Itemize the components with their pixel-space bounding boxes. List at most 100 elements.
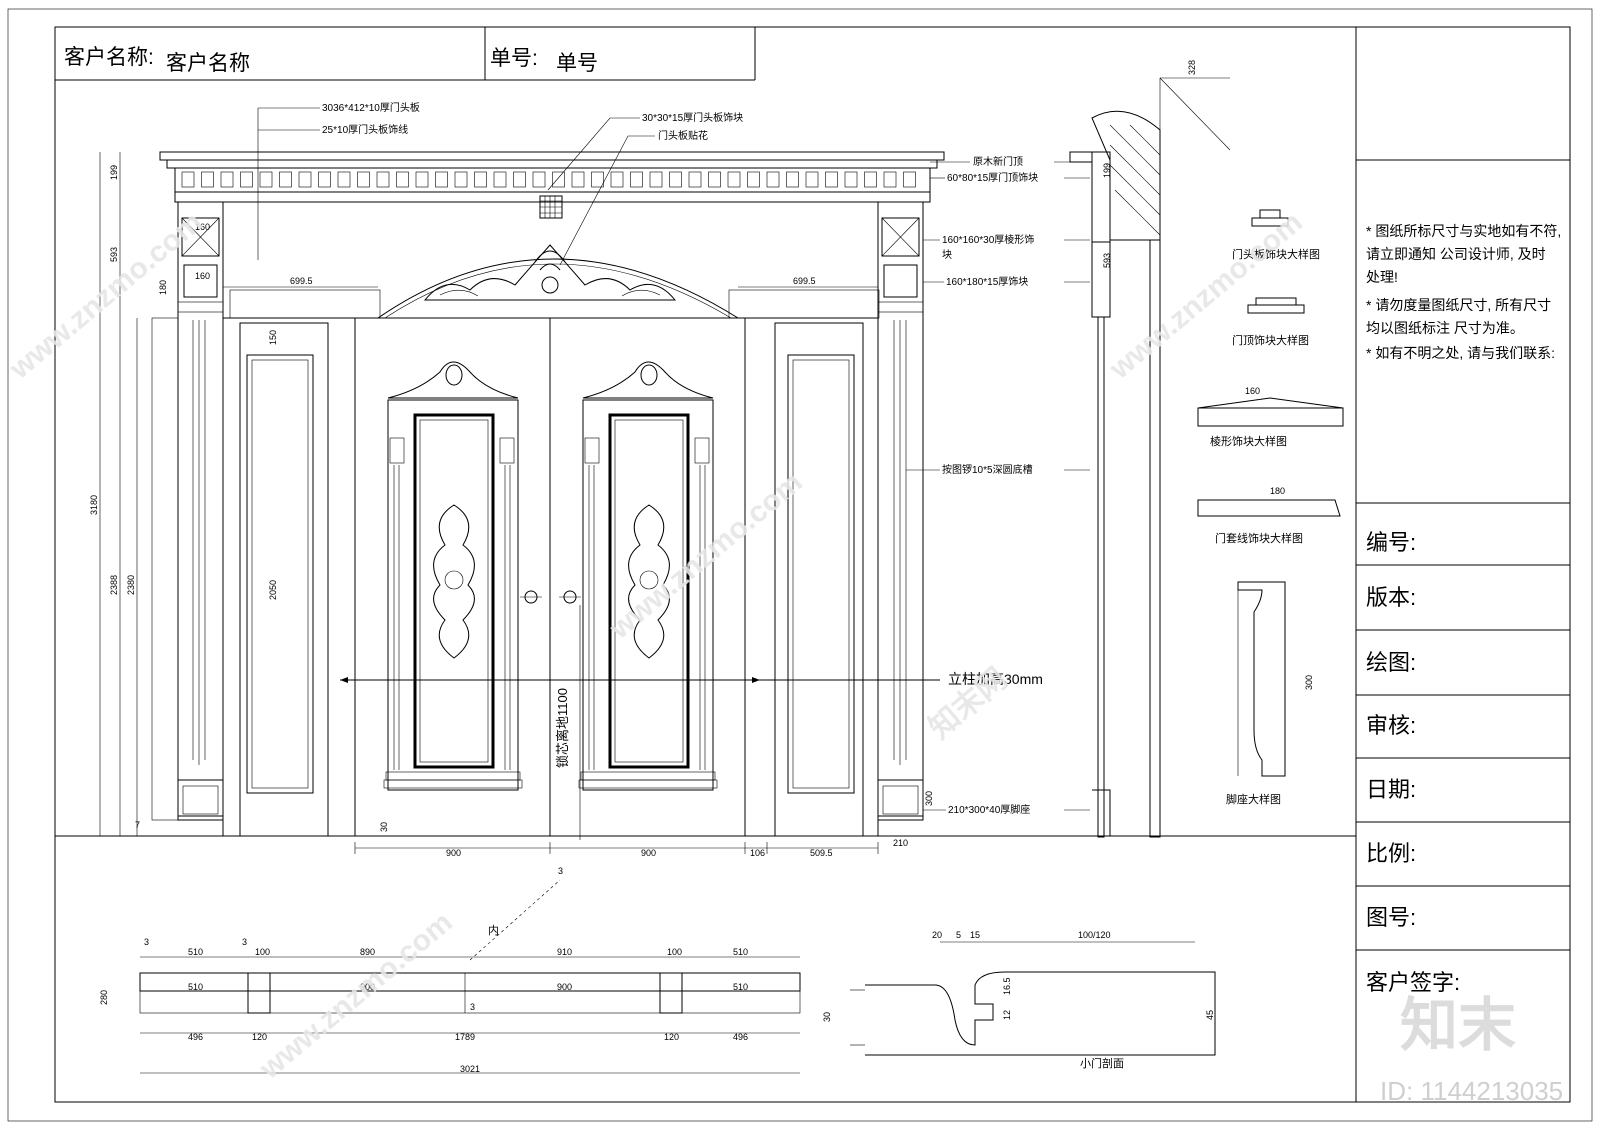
- plan-496-b: 496: [733, 1032, 748, 1042]
- dentil-block: [396, 171, 409, 188]
- dentil-block: [454, 171, 468, 188]
- dim-593: 593: [109, 247, 119, 262]
- plan-100-a: 100: [255, 947, 270, 957]
- dentil-block: [220, 171, 234, 188]
- dim-509: 509.5: [810, 848, 833, 858]
- dentil-block: [552, 171, 565, 188]
- dentil-block: [630, 171, 643, 188]
- plan-3021: 3021: [460, 1064, 480, 1074]
- dentil-block: [337, 171, 351, 188]
- plan-900-a: 900: [360, 982, 375, 992]
- dim-30: 30: [379, 822, 389, 832]
- detail-diamond-block: 棱形饰块大样图: [1210, 434, 1287, 448]
- client-sign-label: 客户签字:: [1366, 970, 1460, 995]
- watermark-site-2: www.znzmo.com: [603, 465, 809, 646]
- dentil-block: [591, 171, 604, 188]
- plan-view: 510 100 890 910 100 510 510 900 900 510 …: [99, 879, 801, 1074]
- dim-3180: 3180: [89, 495, 99, 515]
- plan-3-a: 3: [144, 937, 149, 947]
- detail-plinth: 脚座大样图: [1226, 792, 1281, 806]
- right-door-panel: [578, 361, 718, 791]
- cornice-dentils: [181, 171, 916, 188]
- dim-199: 199: [109, 165, 119, 180]
- dentil-block: [435, 171, 448, 188]
- version-label: 版本:: [1366, 585, 1416, 610]
- plan-510-a: 510: [188, 947, 203, 957]
- dim-900-b: 900: [641, 848, 656, 858]
- client-label: 客户名称:: [64, 46, 154, 69]
- callout-block-160-180: 160*180*15厚饰块: [946, 275, 1028, 288]
- right-column: [877, 201, 924, 817]
- dentil-block: [825, 171, 838, 188]
- dentil-block: [669, 171, 682, 188]
- door-elevation: 立柱加高30mm 锁芯离地1100 3180 2388 2380 593 199…: [89, 151, 1043, 876]
- dentil-block: [240, 171, 253, 188]
- callout-door-top-block: 60*80*15厚门顶饰块: [947, 171, 1038, 184]
- dentil-block: [727, 171, 741, 188]
- title-block: * 图纸所标尺寸与实地如有不符, 请立即通知 公司设计师, 及时 处理! * 请…: [1356, 159, 1570, 995]
- dentil-block: [903, 171, 916, 188]
- note-line-3: 处理!: [1366, 269, 1398, 285]
- sec-12: 12: [1002, 1010, 1012, 1020]
- dim-160b: 160: [195, 271, 210, 281]
- callout-carving: 门头板贴花: [658, 129, 708, 142]
- dentil-block: [201, 171, 214, 188]
- dentil-block: [357, 171, 370, 188]
- plan-496-a: 496: [188, 1032, 203, 1042]
- detail-casing-block: 门套线饰块大样图: [1215, 531, 1303, 545]
- plan-510-d: 510: [733, 982, 748, 992]
- left-door-leaf: [354, 317, 551, 837]
- dim-diamond-160: 160: [1245, 386, 1260, 396]
- dentil-block: [415, 171, 429, 188]
- left-column: [177, 201, 224, 817]
- callout-lintel-block: 30*30*15厚门头板饰块: [642, 111, 743, 124]
- dim-2380: 2380: [126, 575, 136, 595]
- watermark-logo: 知末: [1400, 993, 1516, 1058]
- column-raise-note: 立柱加高30mm: [948, 671, 1043, 687]
- dim-210: 210: [893, 838, 908, 848]
- small-door-section: 20 5 15 100/120 16.5 12 45 30 小门剖面: [822, 930, 1216, 1070]
- dentil-block: [259, 171, 273, 188]
- scale-label: 比例:: [1366, 841, 1416, 866]
- dentil-block: [766, 171, 780, 188]
- note-line-2: 请立即通知 公司设计师, 及时: [1366, 246, 1546, 262]
- dentil-block: [532, 171, 546, 188]
- dentil-block: [688, 171, 702, 188]
- watermark-site-4: www.znzmo.com: [253, 905, 459, 1086]
- lintel-carving: [423, 244, 677, 301]
- callout-diamond-block-2: 块: [942, 249, 952, 261]
- sec-45: 45: [1205, 1010, 1215, 1020]
- plan-280: 280: [99, 990, 109, 1005]
- drawing-frame: [54, 26, 1571, 1103]
- small-door-section-label: 小门剖面: [1080, 1056, 1124, 1070]
- dentil-block: [864, 171, 877, 188]
- dentil-block: [571, 171, 585, 188]
- plan-1789: 1789: [455, 1032, 475, 1042]
- drawing-no-label: 图号:: [1366, 905, 1416, 930]
- callout-lintel-board: 3036*412*10厚门头板: [322, 101, 420, 114]
- date-label: 日期:: [1366, 777, 1416, 802]
- callouts: 3036*412*10厚门头板 25*10厚门头板饰线 30*30*15厚门头板…: [257, 101, 1090, 816]
- watermark-site-3: www.znzmo.com: [1103, 205, 1309, 386]
- dim-106: 106: [750, 848, 765, 858]
- callout-groove: 按图锣10*5深圆底槽: [942, 463, 1033, 476]
- plan-120-b: 120: [664, 1032, 679, 1042]
- watermark-id: ID: 1144213035: [1380, 1076, 1563, 1106]
- note-line-5: 均以图纸标注 尺寸为准。: [1366, 320, 1524, 336]
- sec-15: 15: [970, 930, 980, 940]
- left-door-panel: [383, 361, 523, 791]
- dim-side-593: 593: [1102, 253, 1112, 268]
- client-value: 客户名称: [166, 52, 250, 75]
- detail-lintel-block: 门头板饰块大样图: [1232, 247, 1320, 261]
- review-label: 审核:: [1366, 713, 1416, 738]
- plan-inside-label: 内: [488, 923, 499, 937]
- dentil-block: [805, 171, 819, 188]
- dim-side-199: 199: [1102, 163, 1112, 178]
- header: 客户名称: 客户名称 单号: 单号: [55, 27, 756, 81]
- dim-150: 150: [268, 330, 278, 345]
- note-line-1: * 图纸所标尺寸与实地如有不符,: [1366, 223, 1561, 239]
- sec-16-5-a: 16.5: [1002, 977, 1012, 995]
- plan-510-b: 510: [733, 947, 748, 957]
- dim-7: 7: [135, 820, 140, 830]
- dim-300: 300: [924, 791, 934, 806]
